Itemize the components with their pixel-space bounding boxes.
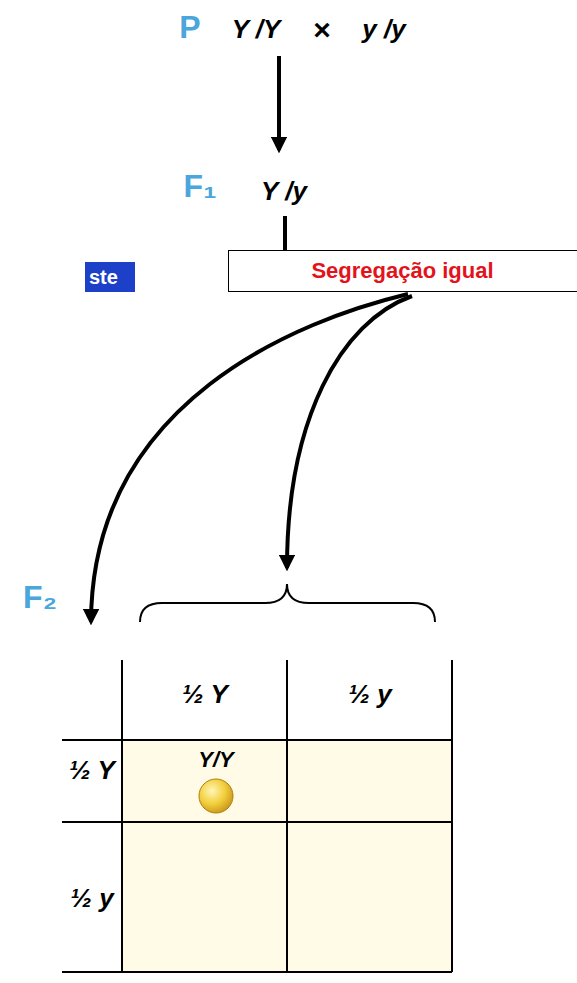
genotype: y /y (362, 15, 405, 44)
gamete-arrow (91, 294, 408, 622)
brace (140, 584, 435, 622)
yellow-pea (199, 779, 233, 813)
cell-fill (288, 741, 451, 821)
cross-arrow (277, 56, 281, 150)
cell-fill (123, 823, 286, 971)
genotype: Y/Y (198, 748, 233, 772)
gamete-label: ½ y (70, 884, 113, 913)
cross-symbol: × (313, 13, 331, 46)
generation-label: F₁ (184, 169, 217, 204)
process-box: Segregação igual (228, 250, 577, 292)
gamete-label: ½ Y (69, 756, 115, 785)
quiz-tag: ste (85, 262, 135, 292)
gamete-arrow (287, 296, 412, 568)
genotype: Y /Y (232, 15, 281, 44)
node-text: ste (89, 266, 118, 288)
cell-fill (123, 741, 286, 821)
generation-label: F₂ (23, 580, 57, 615)
gamete-label: ½ Y (182, 680, 228, 709)
cell-fill (288, 823, 451, 971)
gamete-label: ½ y (348, 680, 391, 709)
genotype: Y /y (261, 177, 307, 206)
punnett-grid (62, 660, 452, 972)
stem-line (283, 216, 287, 251)
node-text: Segregação igual (311, 259, 493, 283)
generation-label: P (179, 10, 200, 45)
